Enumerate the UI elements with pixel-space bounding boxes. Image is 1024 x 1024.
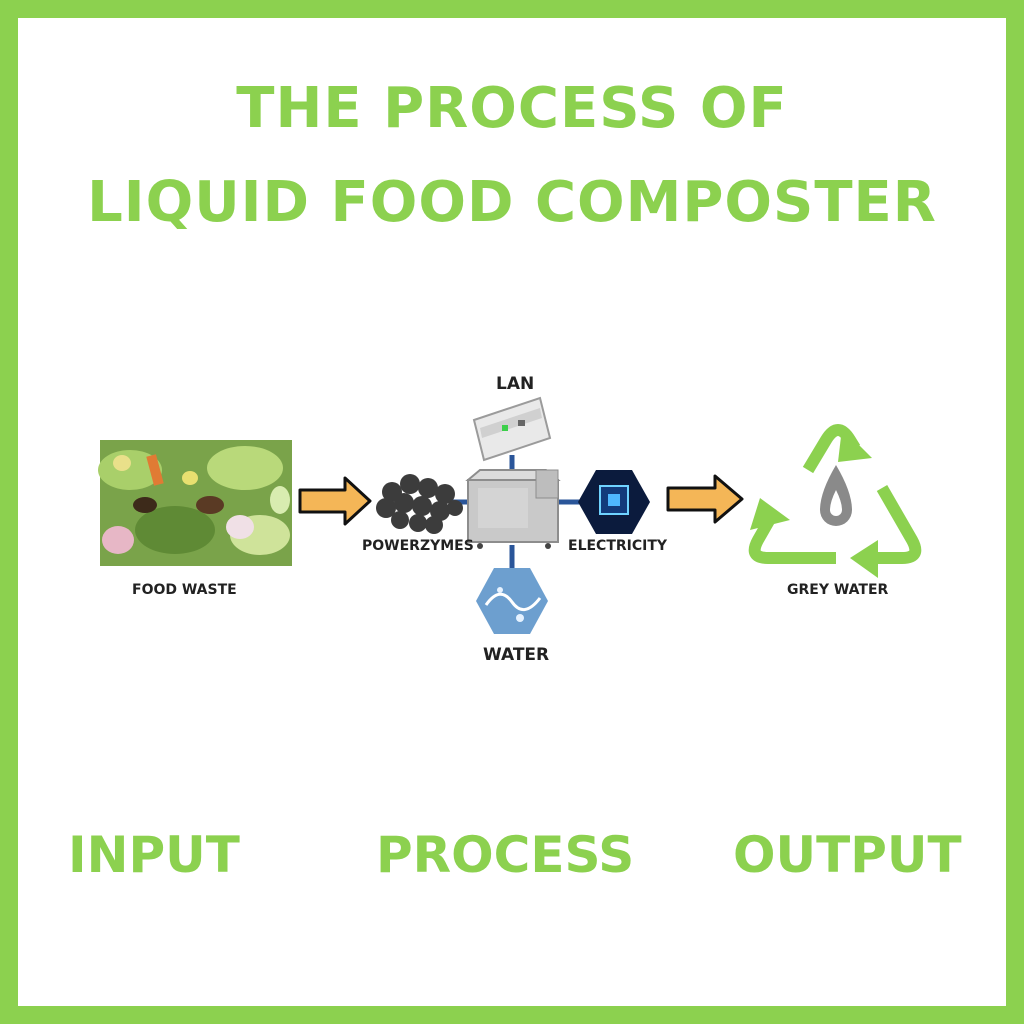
grey-water-label: GREY WATER bbox=[787, 582, 889, 598]
food-waste-image bbox=[98, 440, 292, 566]
food-waste-label: FOOD WASTE bbox=[132, 582, 237, 598]
powerzymes-label: POWERZYMES bbox=[362, 538, 474, 554]
recycle-arrowheads bbox=[750, 428, 878, 578]
lan-device-image bbox=[472, 396, 552, 462]
electricity-chip-image bbox=[578, 470, 650, 534]
lan-label: LAN bbox=[496, 374, 535, 394]
stage-output-label: OUTPUT bbox=[733, 826, 962, 884]
composter-machine-image bbox=[465, 469, 561, 549]
title-line-2: LIQUID FOOD COMPOSTER bbox=[87, 170, 937, 235]
powerzymes-pellets-image bbox=[376, 474, 463, 534]
electricity-label: ELECTRICITY bbox=[568, 538, 668, 554]
arrow-process-to-output bbox=[666, 474, 744, 524]
stage-input-label: INPUT bbox=[68, 826, 240, 884]
water-splash-image bbox=[476, 568, 548, 634]
stage-process-label: PROCESS bbox=[376, 826, 635, 884]
title-line-1: THE PROCESS OF bbox=[236, 76, 788, 141]
water-drop-icon bbox=[820, 465, 852, 526]
arrow-input-to-process bbox=[298, 476, 372, 526]
water-label: WATER bbox=[483, 645, 550, 665]
